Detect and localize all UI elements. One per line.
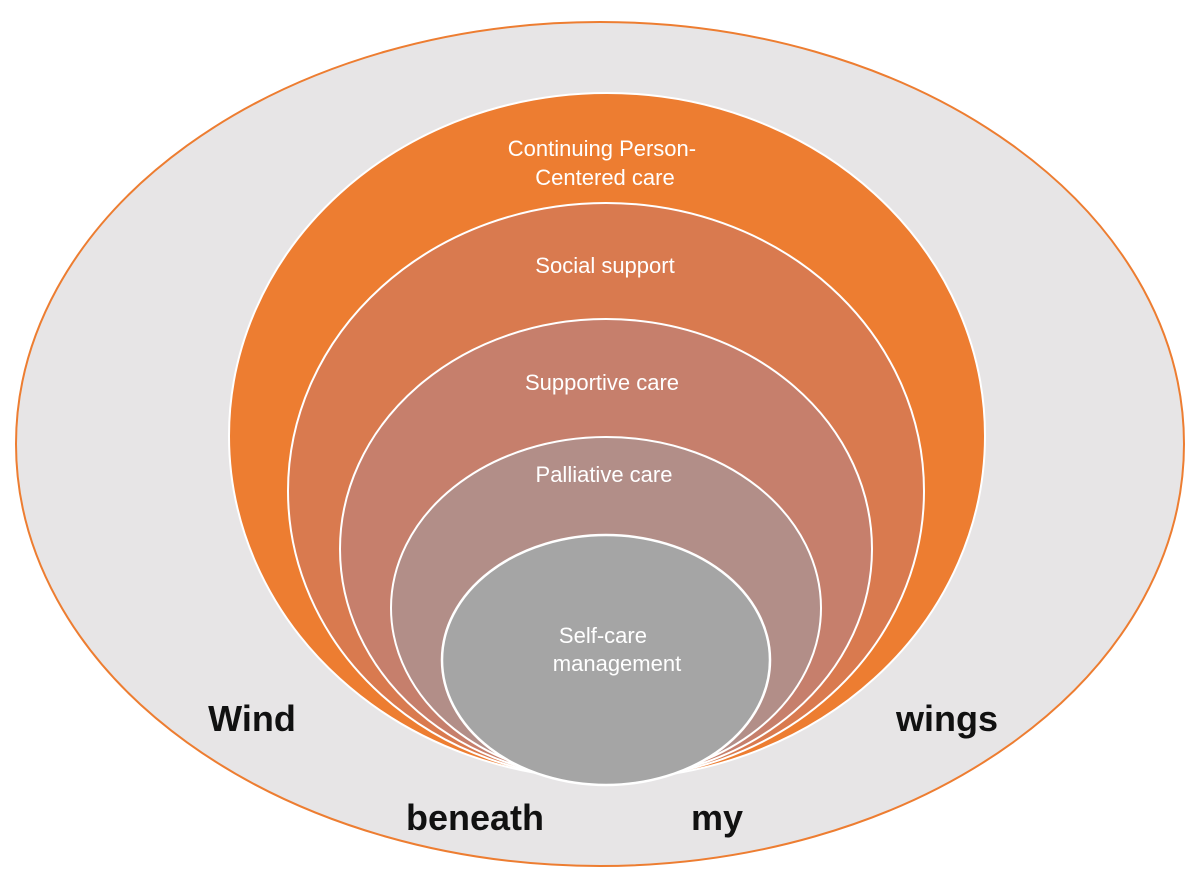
label-line: Continuing Person-	[508, 136, 696, 161]
label-line: Self-care	[559, 623, 647, 648]
label-line: Centered care	[535, 165, 674, 190]
label-line: management	[553, 651, 681, 676]
word-wings: wings	[895, 698, 998, 739]
word-my: my	[691, 797, 743, 838]
label-line: Palliative care	[536, 462, 673, 487]
layer-self-care-management	[440, 533, 772, 787]
label-social-support: Social support	[535, 253, 674, 278]
label-line: Social support	[535, 253, 674, 278]
label-palliative-care: Palliative care	[536, 462, 673, 487]
word-beneath: beneath	[406, 797, 544, 838]
label-self-care-management: Self-care management	[553, 623, 681, 676]
word-wind: Wind	[208, 698, 296, 739]
label-continuing-person-centered-care: Continuing Person- Centered care	[508, 136, 702, 190]
label-supportive-care: Supportive care	[525, 370, 679, 395]
label-line: Supportive care	[525, 370, 679, 395]
